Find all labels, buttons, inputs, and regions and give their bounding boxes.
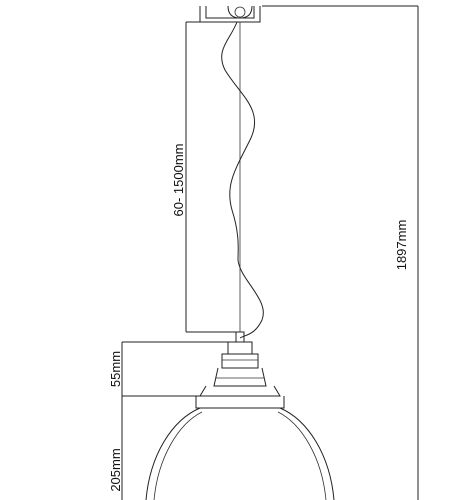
- ceiling-canopy: [199, 5, 261, 23]
- shade-height-label: 205mm: [108, 448, 123, 491]
- total-height-label: 1897mm: [394, 220, 409, 271]
- total-height-dimension: [262, 5, 419, 500]
- lamp-socket: [195, 331, 285, 409]
- socket-height-dimension: [121, 341, 228, 397]
- socket-height-label: 55mm: [108, 351, 123, 387]
- power-cord: [221, 21, 264, 339]
- glass-shade: [145, 407, 335, 500]
- cable-length-dimension: [185, 21, 240, 333]
- cable-length-label: 60- 1500mm: [171, 144, 186, 217]
